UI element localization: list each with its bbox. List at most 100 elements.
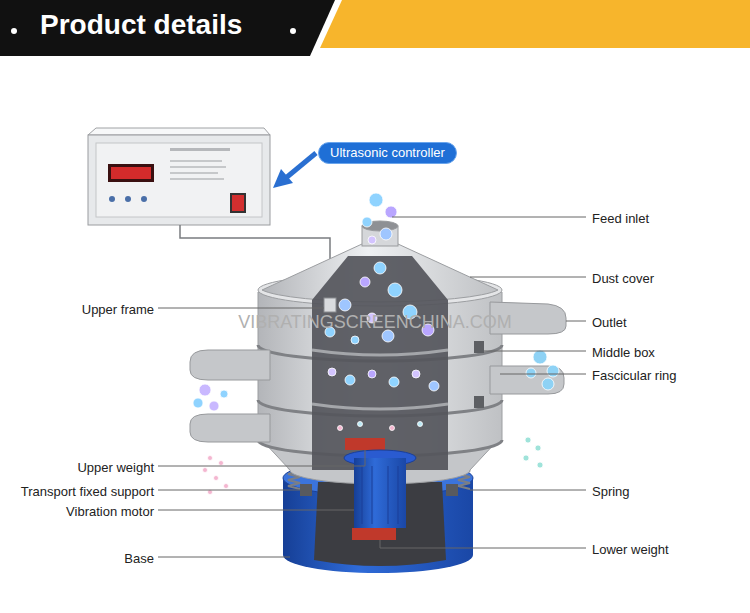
part-label-box: Dust cover — [592, 269, 654, 287]
material-particles — [328, 368, 336, 376]
material-particles — [535, 445, 541, 451]
part-label-box: Feed inlet — [592, 209, 649, 227]
material-particles — [525, 437, 531, 443]
leader-line — [158, 308, 324, 309]
controller-device — [125, 196, 131, 202]
material-particles — [542, 378, 554, 390]
cutaway — [312, 256, 448, 470]
material-particles — [418, 422, 423, 427]
controller-device — [96, 143, 262, 217]
vibration-motor — [344, 438, 416, 540]
leader-line — [158, 557, 290, 558]
material-particles — [338, 426, 343, 431]
vibration-motor — [352, 528, 396, 540]
material-particles — [209, 401, 219, 411]
leader-line — [470, 277, 586, 278]
material-particles — [526, 368, 536, 378]
controller-device — [170, 148, 230, 151]
material-particles — [199, 384, 211, 396]
transport-fixed-support — [300, 484, 312, 496]
leader-line — [380, 540, 586, 548]
material-particles — [523, 455, 529, 461]
part-label: Spring — [592, 484, 630, 499]
transducer — [324, 298, 336, 312]
material-particles — [388, 283, 402, 297]
outlet — [190, 414, 270, 442]
callout-box: Ultrasonic controller — [318, 142, 457, 164]
material-particles — [389, 377, 399, 387]
header-bar — [0, 0, 750, 56]
part-label-box: Transport fixed support — [21, 482, 154, 500]
controller-device — [170, 160, 222, 162]
material-particles — [208, 456, 213, 461]
material-particles — [385, 206, 397, 218]
controller-device — [170, 172, 218, 174]
part-label: Upper frame — [82, 302, 154, 317]
part-label-box: Spring — [592, 482, 630, 500]
material-particles — [193, 398, 203, 408]
leader-line — [158, 450, 365, 466]
part-label-box: Outlet — [592, 313, 627, 331]
title: Product details — [40, 9, 242, 40]
leader-line — [158, 510, 354, 511]
material-particles — [203, 468, 208, 473]
part-label: Base — [124, 551, 154, 566]
controller-device — [170, 166, 226, 168]
material-particles — [220, 390, 228, 398]
controller-device — [88, 128, 270, 225]
callout-arrow — [273, 153, 316, 188]
header-bar — [320, 0, 750, 48]
part-label-box: Fascicular ring — [592, 366, 677, 384]
material-particles — [369, 193, 383, 207]
header-bar — [11, 28, 17, 34]
controller-device — [111, 167, 151, 179]
part-label-box: Base — [124, 549, 154, 567]
material-particles — [345, 375, 355, 385]
vibration-motor — [345, 438, 385, 450]
outlet — [190, 350, 270, 380]
controller-device — [108, 164, 154, 182]
outlet — [490, 366, 564, 394]
callout-text: Ultrasonic controller — [330, 145, 445, 160]
material-particles — [547, 365, 559, 377]
material-particles — [351, 336, 359, 344]
material-particles — [214, 476, 219, 481]
material-particles — [224, 484, 229, 489]
part-label-box: Vibration motor — [66, 502, 154, 520]
vibration-motor — [372, 466, 373, 524]
material-particles — [358, 422, 363, 427]
part-label-box: Upper frame — [82, 300, 154, 318]
part-label: Vibration motor — [66, 504, 154, 519]
callout-arrow — [287, 153, 316, 177]
header-bar — [0, 0, 335, 56]
controller-device — [141, 196, 147, 202]
part-label: Feed inlet — [592, 211, 649, 226]
transducer — [324, 298, 336, 312]
part-label: Transport fixed support — [21, 484, 154, 499]
part-label: Upper weight — [77, 460, 154, 475]
material-particles — [193, 193, 559, 495]
material-particles — [368, 236, 376, 244]
controller-device — [230, 193, 246, 213]
leader-line — [566, 321, 586, 322]
title-box: Product details — [40, 9, 242, 41]
material-particles — [390, 426, 395, 431]
vibration-motor — [362, 466, 363, 524]
leader-line — [158, 490, 300, 491]
fascicular-ring — [474, 396, 484, 408]
transport-fixed-support — [446, 484, 458, 496]
vibration-motor — [354, 458, 406, 528]
leader-line — [470, 490, 586, 491]
fascicular-ring — [474, 341, 484, 353]
callout-arrow — [273, 169, 293, 188]
leader-line — [500, 374, 586, 375]
material-particles — [374, 262, 386, 274]
part-label-box: Upper weight — [77, 458, 154, 476]
vibration-motor — [398, 466, 399, 524]
part-label: Middle box — [592, 345, 655, 360]
controller-device — [88, 135, 270, 225]
material-particles — [412, 370, 420, 378]
controller-device — [88, 128, 270, 135]
leader-line — [392, 217, 586, 218]
material-particles — [537, 462, 543, 468]
